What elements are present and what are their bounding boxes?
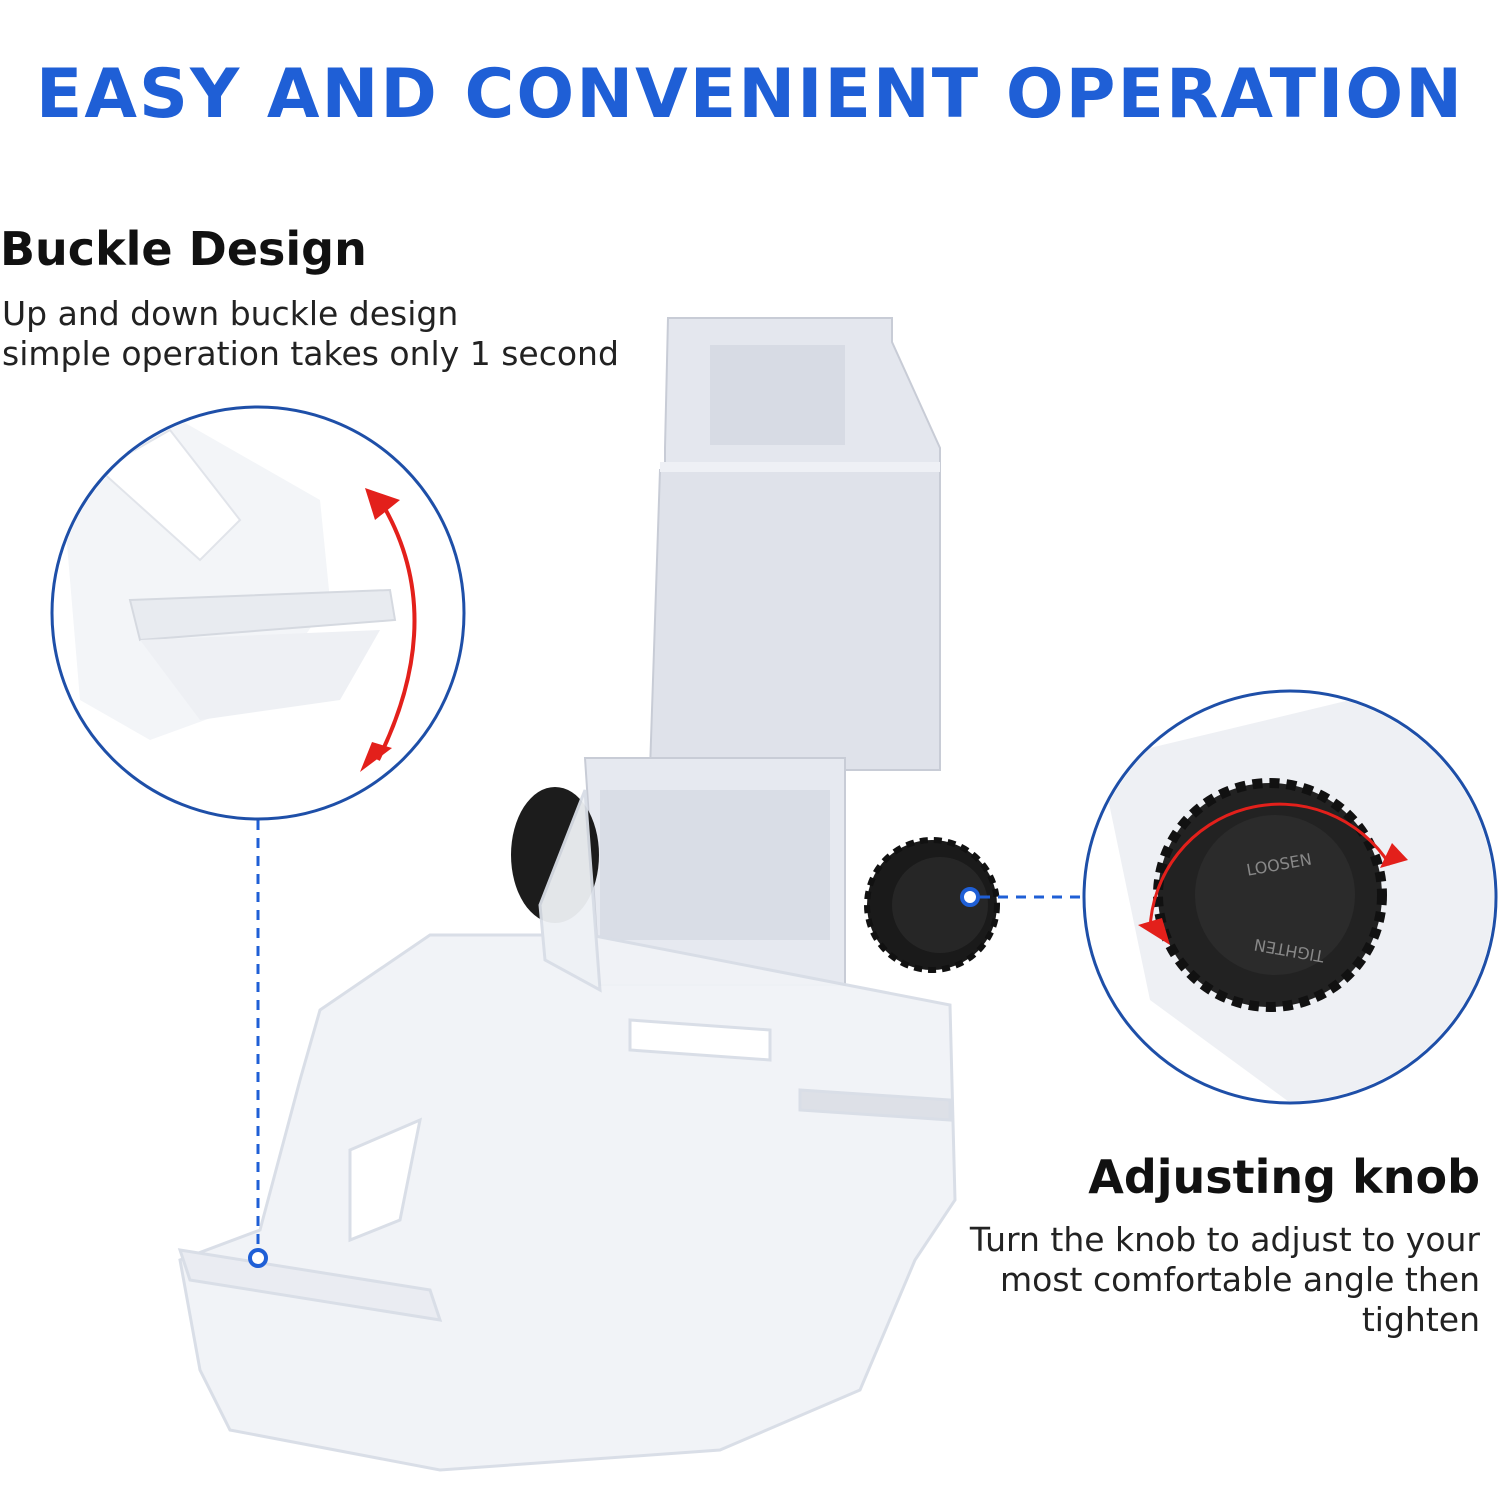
transparent-clip-base	[177, 789, 957, 1472]
knob-callout-dot	[960, 887, 980, 907]
knob-zoom-circle: LOOSEN TIGHTEN	[1082, 689, 1498, 1105]
page-title: EASY AND CONVENIENT OPERATION	[35, 55, 1465, 134]
knob-desc-line-2: most comfortable angle then	[1000, 1260, 1480, 1299]
adjusting-knob-description: Turn the knob to adjust to your most com…	[880, 1220, 1480, 1340]
buckle-zoom-circle	[50, 405, 466, 821]
adjusting-knob-title: Adjusting knob	[1088, 1150, 1480, 1204]
buckle-design-description: Up and down buckle design simple operati…	[2, 294, 619, 374]
rotate-double-arrow-icon	[1148, 802, 1392, 931]
buckle-desc-line-2: simple operation takes only 1 second	[2, 334, 619, 373]
buckle-desc-line-1: Up and down buckle design	[2, 294, 459, 333]
curved-double-arrow-icon	[376, 498, 417, 761]
knob-desc-line-1: Turn the knob to adjust to your	[969, 1220, 1480, 1259]
buckle-design-title: Buckle Design	[0, 222, 367, 276]
buckle-callout-dot	[248, 1248, 268, 1268]
phone-holder	[583, 317, 941, 986]
adjusting-knob	[864, 837, 1000, 973]
knob-desc-line-3: tighten	[1361, 1300, 1480, 1339]
